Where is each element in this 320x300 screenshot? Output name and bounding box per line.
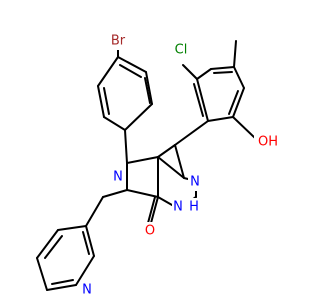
- atom-n-pyrazole: N: [188, 173, 202, 191]
- atom-o-carbonyl: O: [141, 222, 159, 240]
- atom-label-nh-pyrazole: N: [173, 200, 183, 215]
- atom-br: Br: [104, 32, 132, 50]
- atom-n-pyridine: N: [80, 281, 94, 299]
- atom-label-n-pyrazole: N: [190, 175, 200, 190]
- atom-label-oh: OH: [258, 135, 278, 150]
- atom-label-br: Br: [111, 34, 126, 49]
- molecule-structure: Br Cl OH N N N H O N: [36, 32, 282, 299]
- atom-oh: OH: [254, 133, 282, 151]
- bond-lines: [36, 40, 257, 291]
- atom-n-pyrrolidinone: N: [111, 168, 125, 186]
- atom-label-o-carbonyl: O: [145, 224, 155, 239]
- atom-nh-pyrazole: N H: [172, 198, 204, 216]
- atom-label-h-pyrazole: H: [189, 200, 199, 215]
- atom-label-n-pyridine: N: [82, 283, 92, 298]
- atom-label-n-pyrrolidinone: N: [113, 170, 123, 185]
- atom-cl: Cl: [168, 41, 194, 59]
- atom-label-cl: Cl: [175, 43, 188, 58]
